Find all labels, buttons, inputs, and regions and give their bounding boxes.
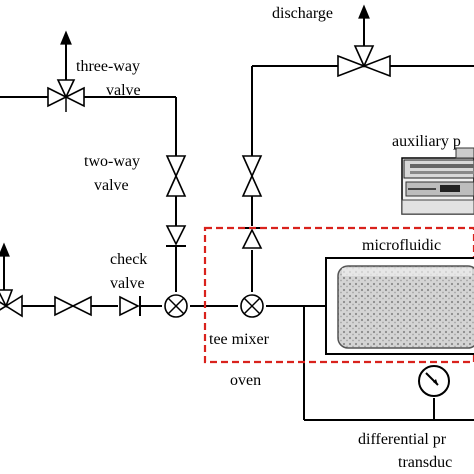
tee-mixer-icon	[240, 294, 264, 318]
label-three-way-line1: three-way	[76, 58, 140, 75]
three-way-outlet-arrow	[60, 30, 72, 45]
bottom-left-valve-icon	[0, 289, 23, 318]
pressure-gauge-icon	[418, 365, 450, 397]
label-two-way-line1: two-way	[84, 153, 140, 170]
label-microfluidic: microfluidic	[362, 237, 441, 254]
discharge-arrow	[358, 4, 370, 19]
label-check-line1: check	[110, 251, 147, 268]
two-way-valve-right-icon	[241, 155, 263, 197]
oven-box	[203, 226, 474, 364]
label-tee-mixer: tee mixer	[209, 331, 270, 348]
label-two-way-line2: valve	[94, 177, 129, 194]
label-three-way-line2: valve	[106, 82, 141, 99]
microfluidic-chip-icon	[325, 257, 474, 355]
check-valve-left-icon	[165, 225, 187, 247]
two-way-valve-bottom-icon	[54, 295, 92, 317]
check-valve-bottom-icon	[119, 295, 141, 317]
label-oven: oven	[230, 372, 261, 389]
label-auxiliary: auxiliary p	[392, 133, 461, 150]
three-way-valve-icon	[47, 79, 85, 112]
syringe-pump-icon	[401, 147, 474, 215]
mixer-left-icon	[164, 294, 188, 318]
left-outlet-arrow	[0, 242, 10, 257]
label-differential-line1: differential pr	[358, 431, 447, 448]
label-differential-line2: transduc	[398, 454, 452, 471]
check-valve-right-icon	[241, 227, 263, 249]
two-way-valve-left-icon	[165, 155, 187, 197]
label-discharge: discharge	[272, 5, 333, 22]
discharge-valve-icon	[337, 45, 391, 78]
pipe-network	[0, 14, 474, 421]
label-check-line2: valve	[110, 275, 145, 292]
